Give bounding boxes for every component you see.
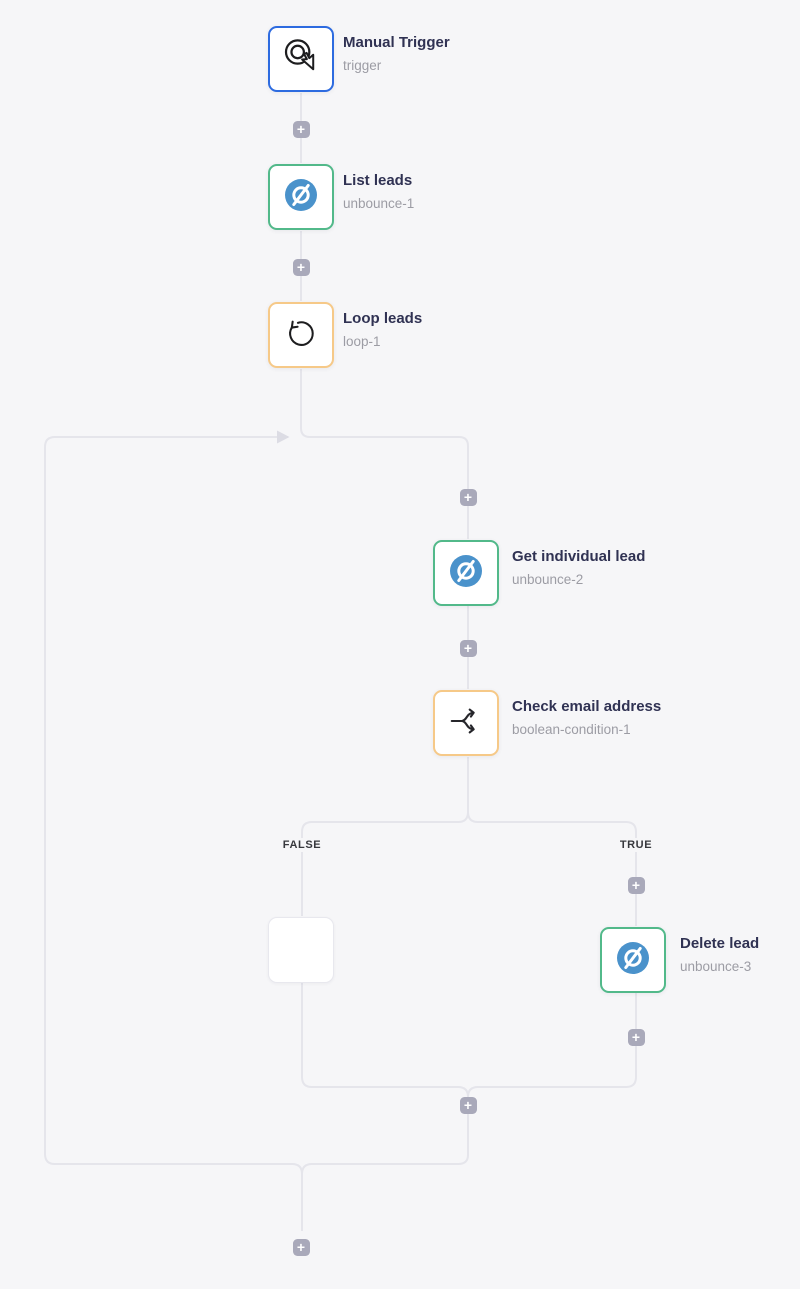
node-check-email-address[interactable]	[433, 690, 499, 756]
connector-true-merge	[467, 993, 637, 1098]
add-step-after-branch-merge-button[interactable]: +	[459, 1096, 477, 1114]
node-title: Get individual lead	[512, 548, 646, 565]
add-step-after-delete-lead-button[interactable]: +	[627, 1028, 645, 1046]
node-subtitle: loop-1	[343, 334, 381, 349]
empty-branch-placeholder[interactable]	[268, 917, 334, 983]
node-subtitle: trigger	[343, 58, 382, 73]
branch-label-true: TRUE	[613, 838, 659, 852]
node-subtitle: unbounce-3	[680, 959, 752, 974]
node-list-leads[interactable]	[268, 164, 334, 230]
boolean-condition-icon	[447, 702, 485, 745]
node-get-individual-lead[interactable]	[433, 540, 499, 606]
add-step-after-get-lead-button[interactable]: +	[459, 639, 477, 657]
branch-label-false: FALSE	[276, 838, 328, 852]
node-title: Loop leads	[343, 310, 423, 327]
add-step-true-branch-button[interactable]: +	[627, 876, 645, 894]
loop-back-arrowhead	[277, 430, 290, 444]
add-step-after-list-leads-button[interactable]: +	[292, 258, 310, 276]
node-loop-leads[interactable]	[268, 302, 334, 368]
node-delete-lead[interactable]	[600, 927, 666, 993]
node-title: Delete lead	[680, 935, 760, 952]
connector-branch-false	[301, 811, 469, 916]
connector-branch-true	[467, 811, 637, 926]
loop-icon	[283, 314, 320, 356]
node-manual-trigger[interactable]	[268, 26, 334, 92]
manual-trigger-icon	[281, 37, 321, 82]
add-step-after-trigger-button[interactable]: +	[292, 120, 310, 138]
node-title: Check email address	[512, 698, 662, 715]
unbounce-icon	[283, 177, 319, 218]
node-title: List leads	[343, 172, 413, 189]
node-subtitle: boolean-condition-1	[512, 722, 631, 737]
connector-loop-back	[44, 436, 303, 1175]
add-step-after-loop-button[interactable]: +	[292, 1238, 310, 1256]
unbounce-icon	[448, 553, 484, 594]
node-subtitle: unbounce-1	[343, 196, 415, 211]
add-step-loop-body-button[interactable]: +	[459, 488, 477, 506]
node-title: Manual Trigger	[343, 34, 450, 51]
node-subtitle: unbounce-2	[512, 572, 584, 587]
connector-false-merge	[301, 982, 469, 1231]
connector-loop-to-get	[300, 369, 469, 539]
unbounce-icon	[615, 940, 651, 981]
